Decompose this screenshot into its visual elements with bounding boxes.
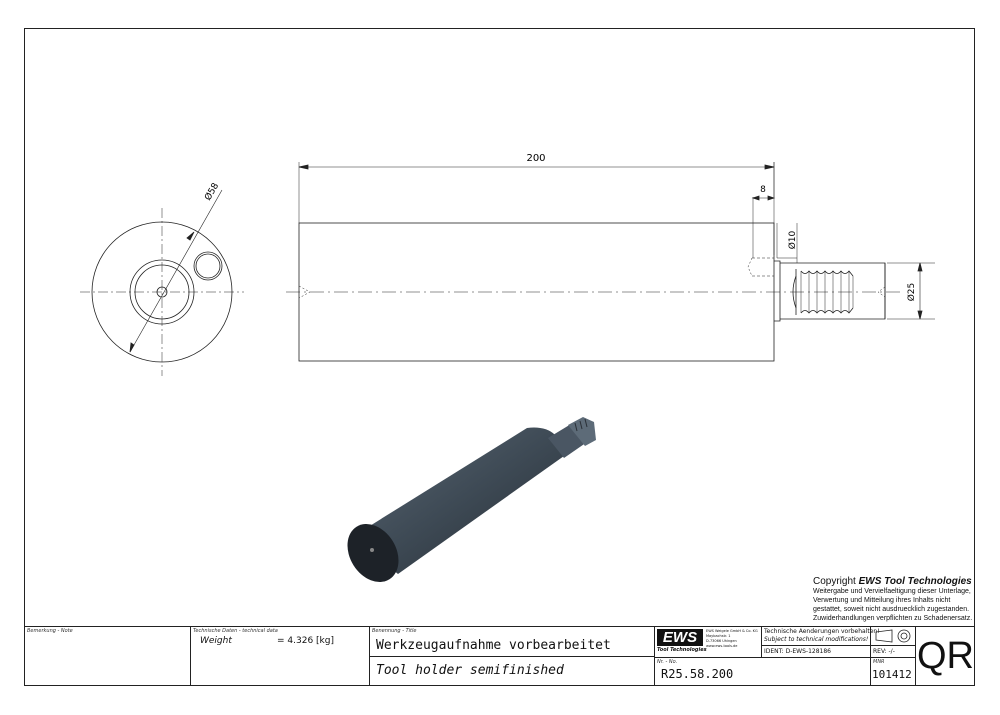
- ews-logo: EWS: [657, 629, 703, 646]
- title-english: Tool holder semifinished: [376, 663, 564, 678]
- rev-text: REV: -/-: [873, 648, 895, 655]
- arrow-head: [129, 342, 135, 353]
- copyright-line: Weitergabe und Vervielfaeltigung dieser …: [813, 588, 971, 595]
- copyright-heading: Copyright EWS Tool Technologies: [813, 576, 978, 587]
- address-line: EWS Weigele GmbH & Co. KG: [706, 629, 758, 633]
- copyright-brand: EWS Tool Technologies: [858, 576, 972, 587]
- address-line: www.ews-tools.de: [706, 644, 738, 648]
- note-cell: [24, 626, 191, 686]
- address-line: Maybachstr. 1: [706, 634, 731, 638]
- coolant-hole-circle: [193, 251, 223, 281]
- length-dimension-text: 200: [526, 153, 545, 164]
- title-divider: [369, 656, 655, 657]
- center-drill: [298, 285, 311, 299]
- small-dia-text: Ø10: [787, 230, 798, 249]
- shank-tip: [792, 275, 797, 309]
- arrow-head: [186, 231, 195, 241]
- changes-german: Technische Aenderungen vorbehalten!: [764, 628, 880, 635]
- tech-data-label: Technische Daten - technical data: [193, 628, 278, 634]
- projection-symbol-icon: [875, 629, 911, 643]
- weight-value: = 4.326 [kg]: [277, 636, 334, 646]
- spigot-flange: [774, 260, 781, 322]
- shoulder-dimension-text: 8: [760, 185, 766, 195]
- cylinder-end-face: [347, 524, 399, 582]
- title-label: Benennung - Title: [372, 628, 417, 634]
- part-number-label: Nr. - No.: [657, 659, 678, 665]
- changes-english: Subject to technical modifications!: [764, 636, 869, 643]
- address-line: D-73066 Uhingen: [706, 639, 737, 643]
- mnr-label: MNR: [873, 659, 885, 665]
- note-label: Bemerkung - Note: [27, 628, 73, 634]
- logo-subtitle: Tool Technologies: [657, 647, 707, 653]
- mnr-value: 101412: [872, 668, 912, 681]
- mnr-cell: [870, 657, 916, 686]
- company-address: EWS Weigele GmbH & Co. KG Maybachstr. 1 …: [706, 629, 758, 649]
- coolant-hole-inner-circle: [195, 253, 221, 279]
- center-hole: [370, 548, 374, 552]
- tech-data-cell: [190, 626, 370, 686]
- part-number: R25.58.200: [661, 667, 734, 681]
- copyright-notice: Copyright EWS Tool Technologies Weiterga…: [813, 576, 978, 623]
- cylinder-body: [352, 427, 564, 574]
- title-german: Werkzeugaufnahme vorbearbeitet: [376, 638, 611, 653]
- qr-code-label: QR: [917, 635, 974, 677]
- shank-dia-text: Ø25: [906, 283, 917, 302]
- isometric-view: [347, 417, 596, 582]
- ident-text: IDENT: D-EWS-128186: [764, 648, 831, 655]
- side-view: [286, 162, 935, 362]
- copyright-line: Zuwiderhandlungen verpflichten zu Schade…: [813, 615, 973, 622]
- weight-label: Weight: [200, 636, 232, 646]
- copyright-line: gestattet, soweit nicht ausdruecklich zu…: [813, 606, 970, 613]
- body-dia-text: Ø58: [202, 181, 221, 203]
- copyright-line: Verwertung und Mitteilung ihres Inhalts …: [813, 597, 951, 604]
- diameter-leader: [129, 189, 223, 353]
- front-view: [80, 189, 244, 376]
- copyright-prefix: Copyright: [813, 576, 856, 587]
